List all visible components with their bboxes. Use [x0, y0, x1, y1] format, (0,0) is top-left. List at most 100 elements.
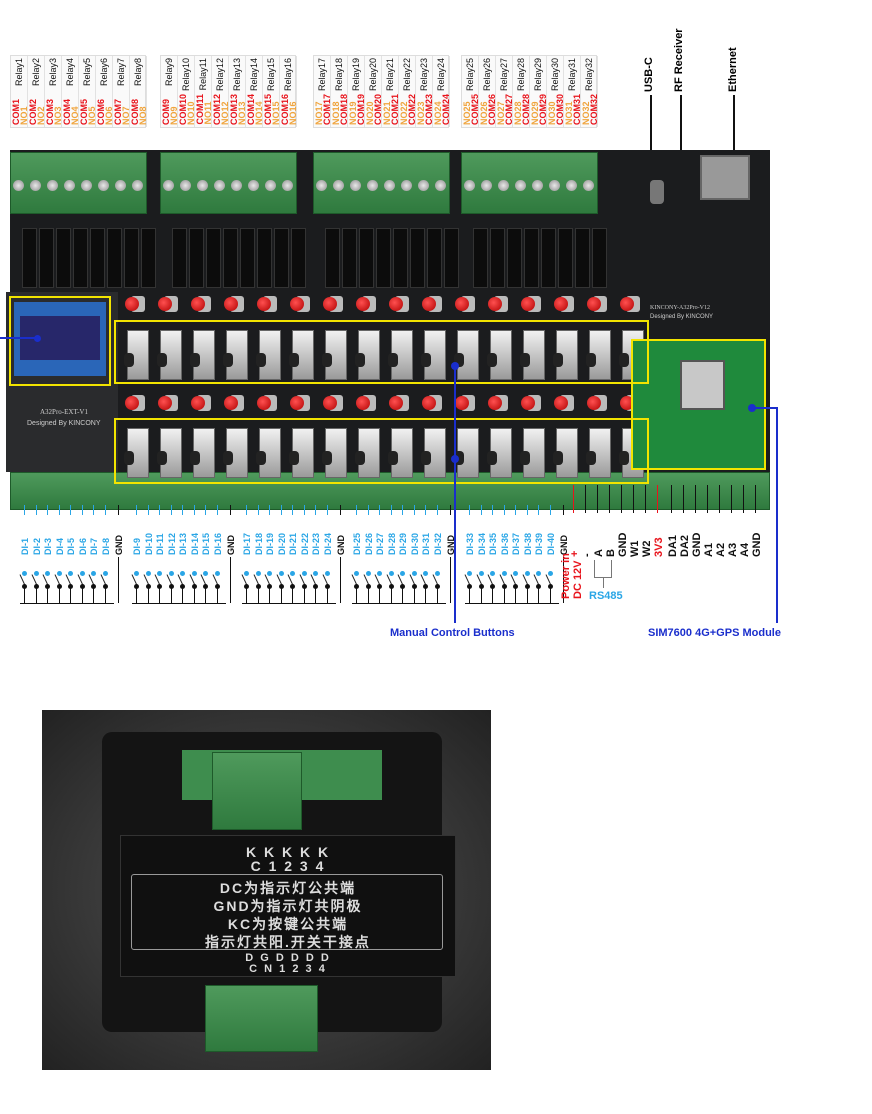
toggle-switch[interactable]: [553, 428, 578, 478]
terminal-screw[interactable]: [350, 180, 361, 191]
toggle-switch[interactable]: [289, 428, 314, 478]
toggle-handle[interactable]: [520, 353, 530, 367]
toggle-switch[interactable]: [454, 330, 479, 380]
toggle-switch[interactable]: [256, 428, 281, 478]
toggle-switch[interactable]: [190, 428, 215, 478]
toggle-switch[interactable]: [322, 428, 347, 478]
toggle-handle[interactable]: [586, 353, 596, 367]
toggle-switch[interactable]: [454, 428, 479, 478]
terminal-screw[interactable]: [282, 180, 293, 191]
toggle-switch[interactable]: [355, 330, 380, 380]
switch-contact-dot: [301, 584, 307, 589]
terminal-screw[interactable]: [418, 180, 429, 191]
terminal-screw[interactable]: [64, 180, 75, 191]
toggle-switch[interactable]: [124, 330, 149, 380]
toggle-handle[interactable]: [421, 451, 431, 465]
toggle-switch[interactable]: [520, 428, 545, 478]
terminal-screw[interactable]: [566, 180, 577, 191]
di-pin-label: DI-40: [545, 532, 556, 555]
switch-wire: [503, 588, 505, 603]
terminal-screw[interactable]: [98, 180, 109, 191]
toggle-switch[interactable]: [586, 428, 611, 478]
toggle-handle[interactable]: [388, 353, 398, 367]
toggle-handle[interactable]: [619, 451, 629, 465]
toggle-switch[interactable]: [487, 330, 512, 380]
ethernet-port[interactable]: [700, 155, 750, 200]
toggle-switch[interactable]: [289, 330, 314, 380]
toggle-switch[interactable]: [124, 428, 149, 478]
terminal-screw[interactable]: [214, 180, 225, 191]
toggle-handle[interactable]: [553, 451, 563, 465]
terminal-screw[interactable]: [248, 180, 259, 191]
terminal-screw[interactable]: [401, 180, 412, 191]
toggle-handle[interactable]: [256, 353, 266, 367]
terminal-screw[interactable]: [481, 180, 492, 191]
toggle-handle[interactable]: [157, 353, 167, 367]
toggle-switch[interactable]: [520, 330, 545, 380]
terminal-screw[interactable]: [316, 180, 327, 191]
toggle-handle[interactable]: [619, 353, 629, 367]
toggle-handle[interactable]: [190, 451, 200, 465]
toggle-switch[interactable]: [157, 428, 182, 478]
usb-c-port[interactable]: [650, 180, 664, 204]
toggle-switch[interactable]: [487, 428, 512, 478]
terminal-screw[interactable]: [549, 180, 560, 191]
toggle-handle[interactable]: [322, 451, 332, 465]
terminal-screw[interactable]: [464, 180, 475, 191]
toggle-handle[interactable]: [124, 451, 134, 465]
toggle-handle[interactable]: [454, 451, 464, 465]
toggle-switch[interactable]: [223, 428, 248, 478]
toggle-switch[interactable]: [322, 330, 347, 380]
toggle-handle[interactable]: [256, 451, 266, 465]
terminal-screw[interactable]: [435, 180, 446, 191]
toggle-switch[interactable]: [355, 428, 380, 478]
toggle-handle[interactable]: [157, 451, 167, 465]
toggle-handle[interactable]: [223, 353, 233, 367]
toggle-handle[interactable]: [355, 451, 365, 465]
terminal-screw[interactable]: [231, 180, 242, 191]
toggle-handle[interactable]: [388, 451, 398, 465]
toggle-switch[interactable]: [190, 330, 215, 380]
toggle-switch[interactable]: [157, 330, 182, 380]
toggle-switch[interactable]: [586, 330, 611, 380]
terminal-screw[interactable]: [197, 180, 208, 191]
toggle-handle[interactable]: [421, 353, 431, 367]
toggle-handle[interactable]: [289, 353, 299, 367]
terminal-screw[interactable]: [384, 180, 395, 191]
terminal-screw[interactable]: [583, 180, 594, 191]
toggle-handle[interactable]: [586, 451, 596, 465]
terminal-screw[interactable]: [532, 180, 543, 191]
toggle-handle[interactable]: [487, 353, 497, 367]
toggle-switch[interactable]: [421, 428, 446, 478]
toggle-switch[interactable]: [553, 330, 578, 380]
terminal-screw[interactable]: [30, 180, 41, 191]
toggle-handle[interactable]: [223, 451, 233, 465]
toggle-handle[interactable]: [487, 451, 497, 465]
terminal-screw[interactable]: [367, 180, 378, 191]
toggle-handle[interactable]: [520, 451, 530, 465]
terminal-screw[interactable]: [498, 180, 509, 191]
toggle-switch[interactable]: [388, 428, 413, 478]
terminal-screw[interactable]: [47, 180, 58, 191]
terminal-screw[interactable]: [333, 180, 344, 191]
terminal-screw[interactable]: [81, 180, 92, 191]
toggle-switch[interactable]: [421, 330, 446, 380]
toggle-switch[interactable]: [223, 330, 248, 380]
toggle-switch[interactable]: [388, 330, 413, 380]
toggle-handle[interactable]: [553, 353, 563, 367]
toggle-switch[interactable]: [256, 330, 281, 380]
terminal-screw[interactable]: [515, 180, 526, 191]
toggle-handle[interactable]: [322, 353, 332, 367]
toggle-handle[interactable]: [454, 353, 464, 367]
toggle-handle[interactable]: [289, 451, 299, 465]
sim-card-slot[interactable]: [680, 360, 725, 410]
toggle-handle[interactable]: [355, 353, 365, 367]
terminal-screw[interactable]: [163, 180, 174, 191]
toggle-handle[interactable]: [124, 353, 134, 367]
terminal-screw[interactable]: [265, 180, 276, 191]
terminal-screw[interactable]: [180, 180, 191, 191]
terminal-screw[interactable]: [132, 180, 143, 191]
toggle-handle[interactable]: [190, 353, 200, 367]
terminal-screw[interactable]: [13, 180, 24, 191]
terminal-screw[interactable]: [115, 180, 126, 191]
